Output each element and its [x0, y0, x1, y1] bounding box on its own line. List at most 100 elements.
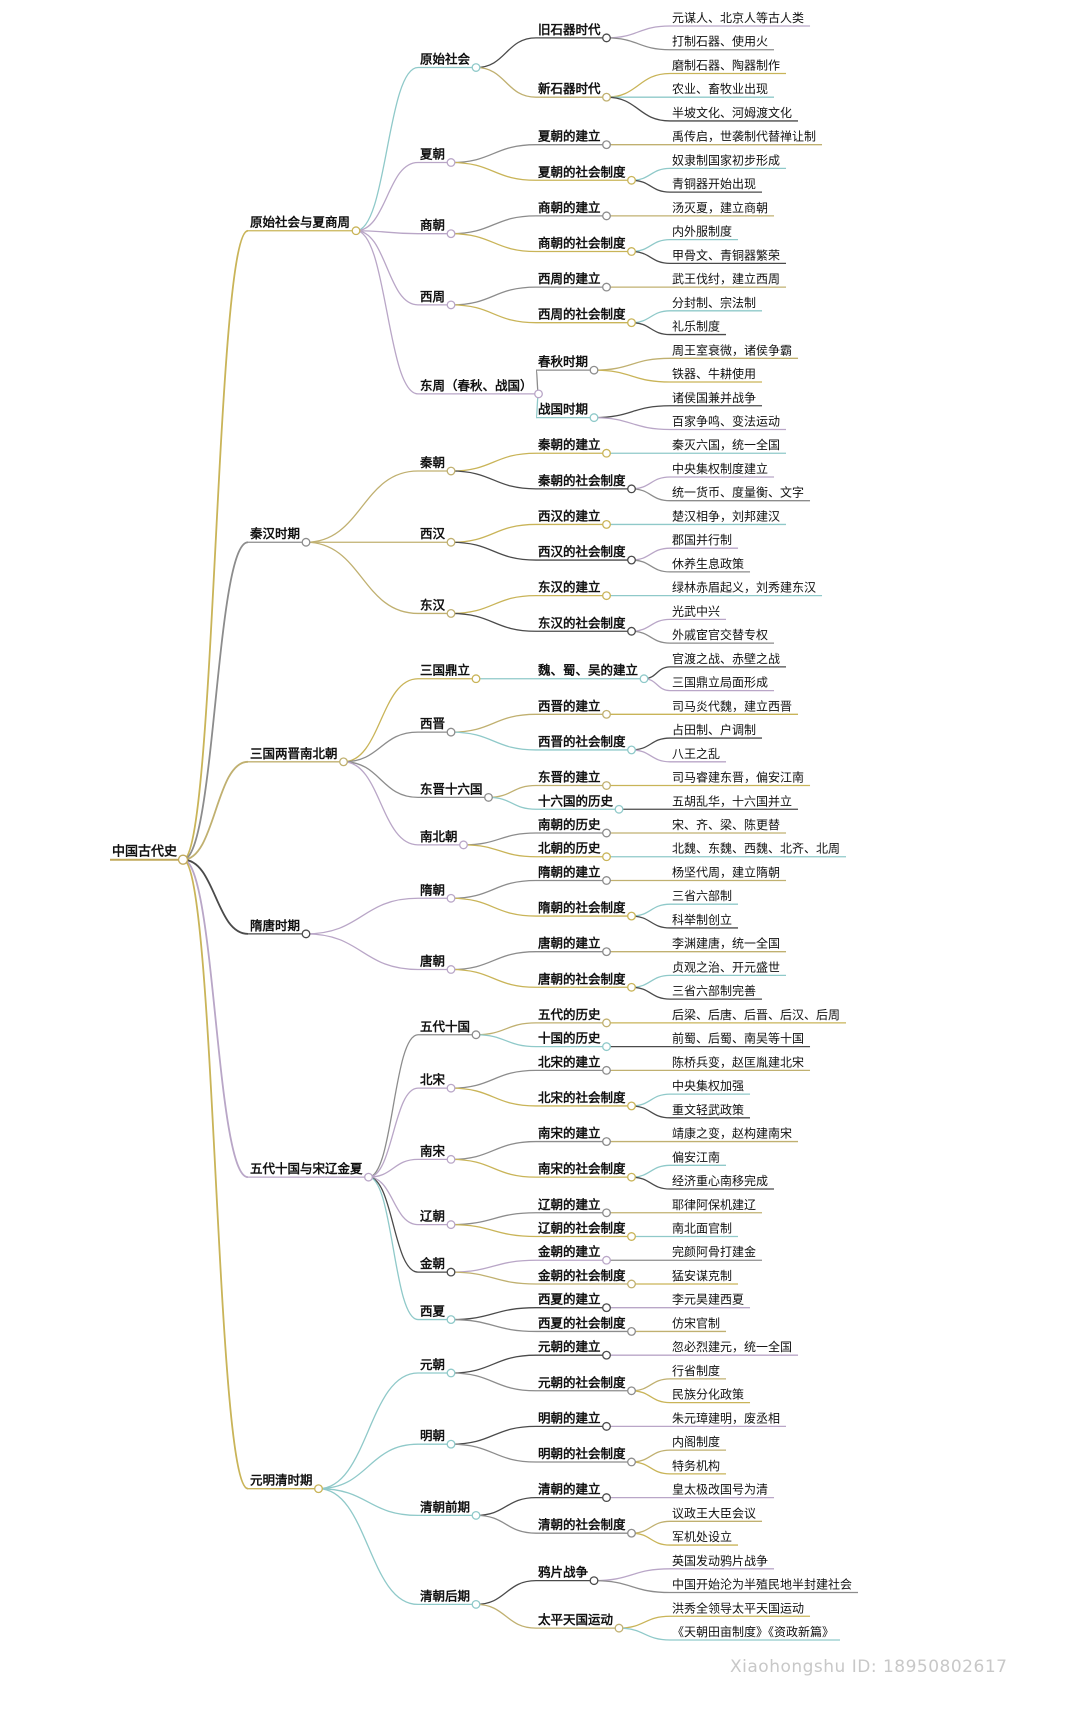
- collapse-dot-4[interactable]: [364, 1172, 373, 1182]
- collapse-dot-4-4[interactable]: [446, 1267, 456, 1277]
- leaf-node-3-1-1-0: 贞观之治、开元盛世: [672, 959, 780, 974]
- topic-node-5-3-0: 鸦片战争: [538, 1565, 589, 1580]
- collapse-dot-0-1-0[interactable]: [602, 140, 611, 150]
- collapse-dot-5-1-0[interactable]: [602, 1421, 611, 1431]
- collapse-dot-0-3-0[interactable]: [602, 282, 611, 292]
- collapse-dot-0-3-1[interactable]: [627, 318, 636, 328]
- collapse-dot-1-0-0[interactable]: [602, 448, 611, 458]
- edge-3: [182, 858, 249, 935]
- collapse-dot-5[interactable]: [314, 1484, 323, 1494]
- collapse-dot-0[interactable]: [351, 226, 361, 236]
- edge-4-0-1: [476, 1034, 537, 1048]
- collapse-dot-0-1[interactable]: [446, 158, 456, 167]
- topic-node-5-2-0: 清朝的建立: [538, 1482, 601, 1497]
- topic-node-4-2: 南宋: [420, 1143, 446, 1158]
- collapse-dot-4-0-1[interactable]: [602, 1042, 611, 1052]
- collapse-dot-1-1[interactable]: [446, 537, 456, 547]
- collapse-dot-0-4-1[interactable]: [589, 413, 599, 423]
- collapse-dot-1-0-1[interactable]: [627, 484, 636, 494]
- collapse-dot-2[interactable]: [339, 757, 348, 767]
- mindmap-edges: [110, 25, 859, 1641]
- edge-5-0-1-1: [631, 1390, 671, 1404]
- collapse-dot-2-3-0[interactable]: [602, 828, 611, 838]
- collapse-dot-2-3-1[interactable]: [602, 852, 611, 862]
- collapse-dot-1-1-1[interactable]: [627, 555, 636, 565]
- collapse-dot-4-1-0[interactable]: [602, 1065, 611, 1075]
- collapse-dot-2-0-0[interactable]: [639, 674, 649, 684]
- edge-4-2-0: [451, 1140, 537, 1161]
- collapse-dot-4-1[interactable]: [446, 1083, 456, 1093]
- collapse-dot-2-1[interactable]: [446, 727, 456, 737]
- collapse-dot-0-0-1[interactable]: [602, 92, 611, 102]
- edge-5-2: [318, 1488, 419, 1517]
- collapse-dot-1-0[interactable]: [446, 466, 456, 476]
- collapse-dot-1[interactable]: [301, 537, 311, 547]
- collapse-dot-4-0[interactable]: [471, 1030, 481, 1040]
- collapse-dot-0-0[interactable]: [471, 63, 481, 72]
- edge-1-2-0: [451, 594, 537, 615]
- collapse-dot-4-4-0[interactable]: [602, 1255, 611, 1265]
- collapse-dot-3-1-0[interactable]: [602, 947, 611, 957]
- collapse-dot-2-1-1[interactable]: [627, 745, 636, 755]
- collapse-dot-3-0-0[interactable]: [602, 876, 611, 885]
- collapse-dot-3-1-1[interactable]: [627, 982, 636, 992]
- collapse-dot-4-5-1[interactable]: [627, 1326, 636, 1336]
- collapse-dot-2-2[interactable]: [484, 792, 493, 802]
- collapse-dot-0-3[interactable]: [446, 300, 456, 310]
- topic-node-5-2-1: 清朝的社会制度: [538, 1517, 626, 1532]
- leaf-node-5-3-1-1: 《天朝田亩制度》《资政新篇》: [672, 1624, 834, 1639]
- collapse-dot-0-2-1[interactable]: [627, 247, 636, 256]
- topic-node-0-3: 西周: [420, 289, 445, 304]
- collapse-dot-2-3[interactable]: [459, 840, 468, 850]
- collapse-dot-5-2[interactable]: [471, 1510, 481, 1520]
- collapse-dot-4-3-1[interactable]: [627, 1232, 636, 1241]
- collapse-dot-3[interactable]: [301, 929, 311, 939]
- collapse-dot-0-0-0[interactable]: [602, 33, 611, 43]
- collapse-dot-5-3-1[interactable]: [614, 1623, 624, 1633]
- collapse-dot-1-1-0[interactable]: [602, 519, 611, 529]
- collapse-dot-5-2-1[interactable]: [627, 1528, 636, 1538]
- collapse-dot-4-1-1[interactable]: [627, 1101, 636, 1111]
- collapse-dot-3-1[interactable]: [446, 965, 456, 974]
- collapse-dot-4-4-1[interactable]: [627, 1279, 636, 1289]
- collapse-dot-5-3[interactable]: [471, 1599, 481, 1609]
- collapse-dot-5-0-0[interactable]: [602, 1350, 611, 1360]
- collapse-dot-1-2-1[interactable]: [627, 626, 636, 636]
- collapse-dot-0-1-1[interactable]: [627, 175, 636, 185]
- collapse-dot-4-5-0[interactable]: [602, 1303, 611, 1313]
- edge-0-0-0: [476, 37, 537, 69]
- edge-4-5-1: [451, 1318, 537, 1333]
- collapse-dot-2-2-0[interactable]: [602, 781, 611, 790]
- leaf-node-1-1-0-0: 楚汉相争，刘邦建汉: [672, 509, 780, 523]
- collapse-dot-1-2[interactable]: [446, 608, 456, 618]
- leaf-node-5-2-1-0: 议政王大臣会议: [672, 1506, 756, 1520]
- collapse-dot-4-5[interactable]: [446, 1315, 456, 1325]
- leaf-node-2-3-0-0: 宋、齐、梁、陈更替: [672, 817, 780, 832]
- collapse-dot-3-0-1[interactable]: [627, 911, 636, 921]
- collapse-dot-5-3-0[interactable]: [589, 1576, 599, 1586]
- edge-0-2-1: [451, 233, 537, 253]
- collapse-dot-root[interactable]: [177, 854, 189, 865]
- collapse-dot-4-2-0[interactable]: [602, 1137, 611, 1147]
- collapse-dot-2-0[interactable]: [471, 674, 481, 684]
- collapse-dot-0-4[interactable]: [534, 389, 543, 399]
- leaf-node-1-2-1-1: 外戚宦官交替专权: [672, 627, 768, 642]
- collapse-dot-1-2-0[interactable]: [602, 591, 611, 601]
- collapse-dot-5-1[interactable]: [446, 1439, 456, 1449]
- collapse-dot-5-1-1[interactable]: [627, 1457, 636, 1467]
- collapse-dot-5-0[interactable]: [446, 1368, 456, 1378]
- collapse-dot-3-0[interactable]: [446, 893, 456, 903]
- collapse-dot-2-2-1[interactable]: [614, 804, 624, 814]
- collapse-dot-5-0-1[interactable]: [627, 1386, 636, 1396]
- collapse-dot-4-3[interactable]: [446, 1220, 456, 1230]
- collapse-dot-2-1-0[interactable]: [602, 709, 611, 719]
- collapse-dot-4-3-0[interactable]: [602, 1208, 611, 1218]
- collapse-dot-4-2-1[interactable]: [627, 1172, 636, 1182]
- collapse-dot-4-2[interactable]: [446, 1154, 456, 1164]
- collapse-dot-0-2-0[interactable]: [602, 211, 611, 221]
- topic-node-5-2: 清朝前期: [420, 1499, 470, 1514]
- collapse-dot-0-2[interactable]: [446, 229, 456, 239]
- collapse-dot-0-4-0[interactable]: [589, 365, 599, 375]
- collapse-dot-5-2-0[interactable]: [602, 1493, 611, 1503]
- collapse-dot-4-0-0[interactable]: [602, 1018, 611, 1028]
